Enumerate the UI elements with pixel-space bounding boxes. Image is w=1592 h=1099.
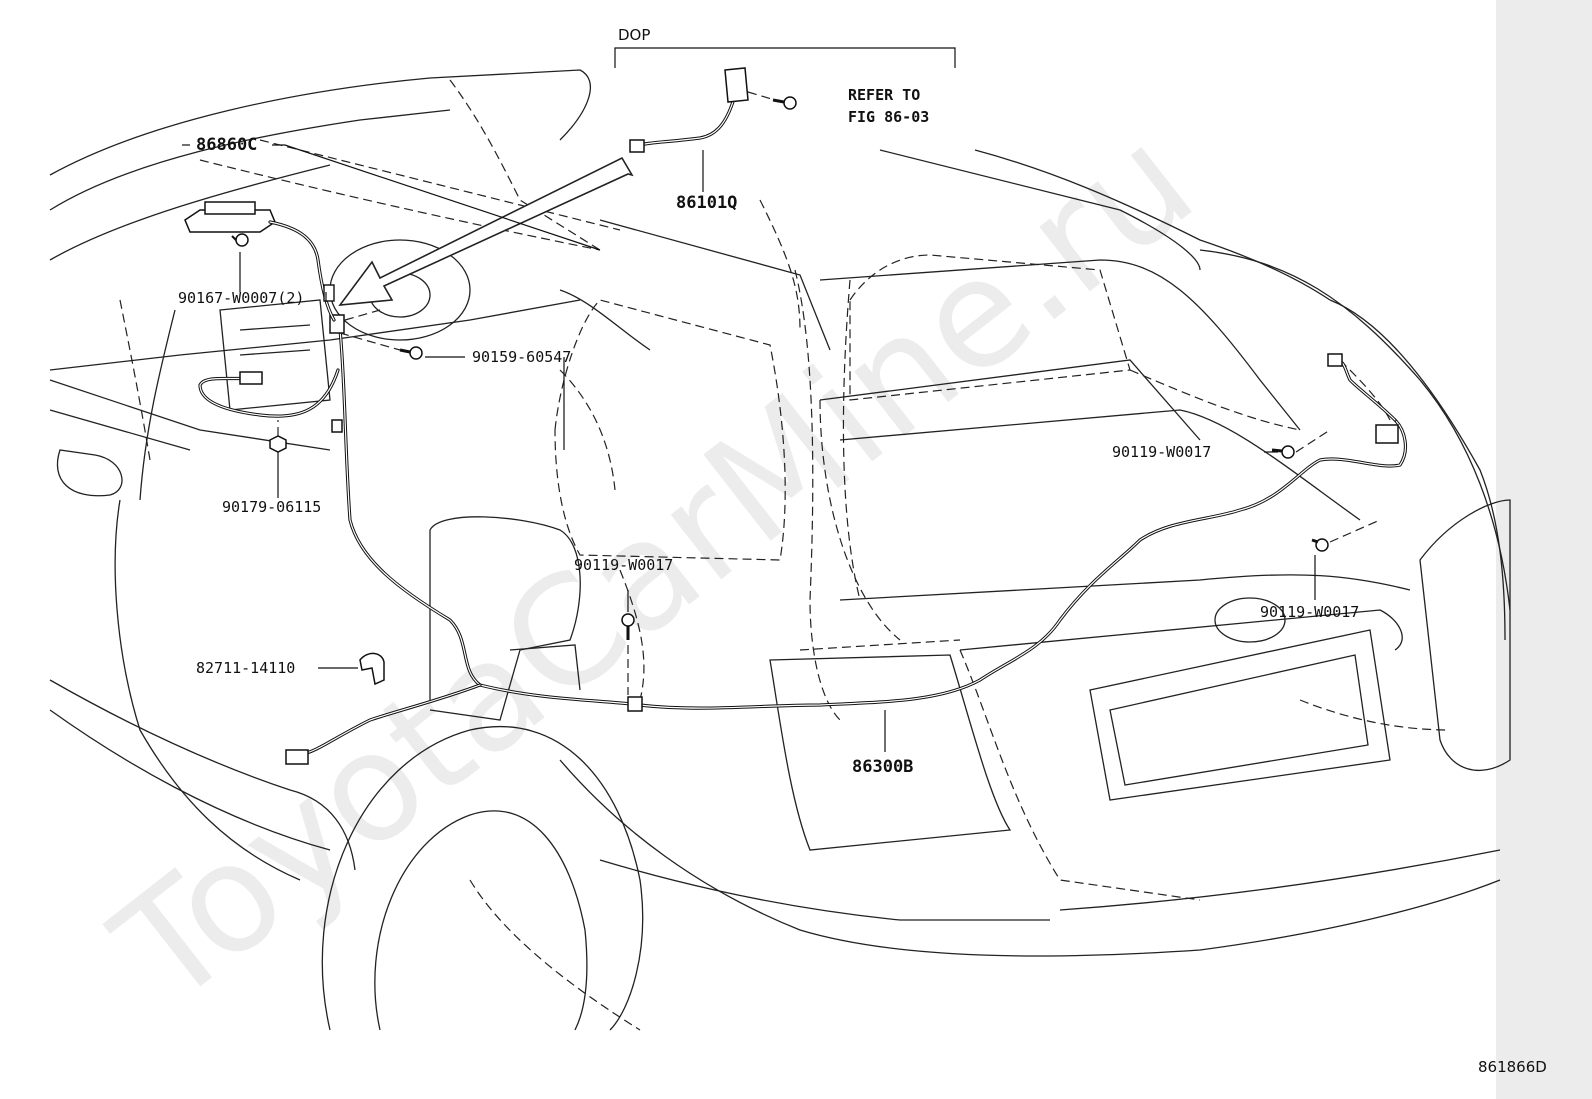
part-82711-14110: 82711-14110 — [196, 659, 295, 677]
part-86300b: 86300B — [852, 757, 913, 777]
figure-code: 861866D — [1478, 1058, 1547, 1076]
bolt-90119-center — [621, 613, 635, 640]
part-90119-w0017-center: 90119-W0017 — [574, 556, 673, 574]
part-86101q: 86101Q — [676, 193, 737, 213]
bolt-refer — [772, 96, 797, 110]
component-86860c — [184, 201, 336, 322]
part-90167-w0007: 90167-W0007(2) — [178, 289, 304, 307]
part-90179-06115: 90179-06115 — [222, 498, 321, 516]
car-body-outline — [49, 69, 1511, 1031]
leader-lines — [182, 144, 1381, 752]
fasteners — [231, 96, 1329, 640]
nut-90179 — [269, 435, 287, 453]
part-90119-w0017-upper: 90119-W0017 — [1112, 443, 1211, 461]
labels: DOP REFER TO FIG 86-03 86860C 90167-W000… — [178, 26, 1547, 1076]
right-margin-strip — [1496, 0, 1592, 1099]
dop-label: DOP — [618, 26, 650, 44]
refer-line-2: FIG 86-03 — [848, 108, 929, 126]
bolt-90119-upper — [1271, 445, 1295, 459]
refer-line-1: REFER TO — [848, 86, 920, 104]
component-86101q — [629, 67, 776, 153]
part-90119-w0017-lower: 90119-W0017 — [1260, 603, 1359, 621]
clip-90167 — [231, 233, 249, 247]
part-90159-60547: 90159-60547 — [472, 348, 571, 366]
part-86860c: 86860C — [196, 135, 257, 155]
bolt-90159 — [399, 346, 423, 360]
bolt-90119-lower — [1311, 538, 1329, 552]
pointer-arrow — [338, 156, 634, 306]
dop-bracket — [614, 47, 956, 68]
harness-86300b — [198, 314, 1408, 765]
